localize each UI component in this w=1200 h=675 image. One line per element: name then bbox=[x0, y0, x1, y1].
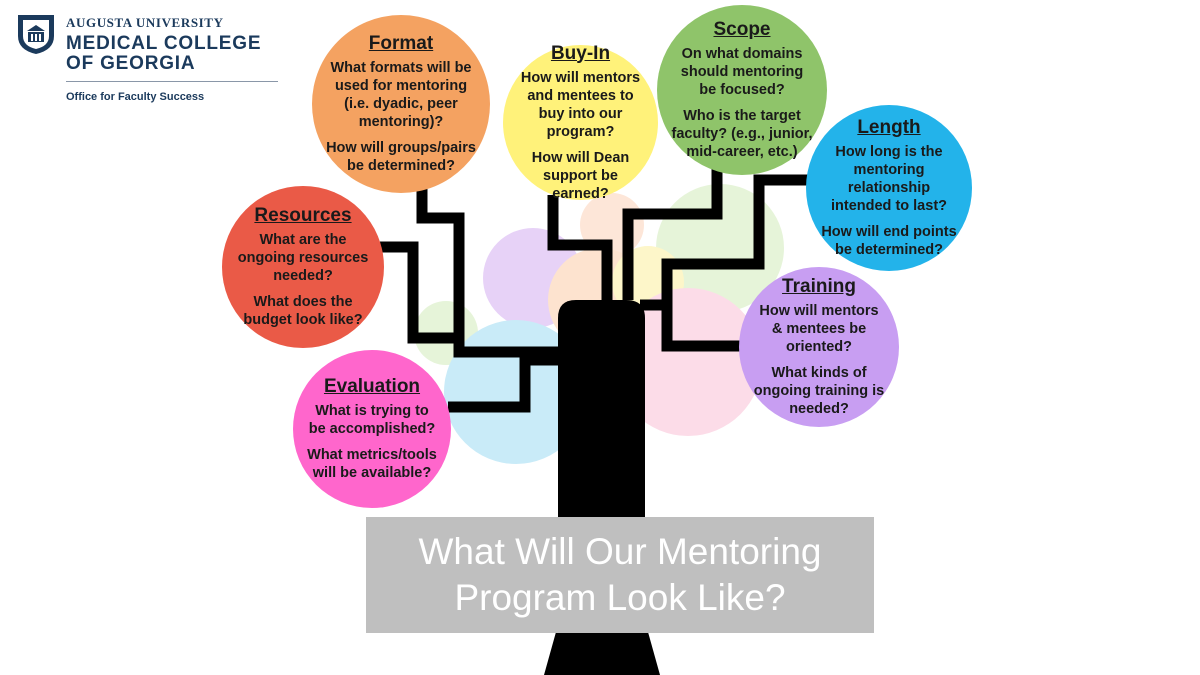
logo-divider bbox=[66, 81, 278, 82]
topic-scope: Scope On what domains should mentoring b… bbox=[657, 5, 827, 175]
tree-trunk bbox=[558, 300, 645, 520]
university-name: AUGUSTA UNIVERSITY bbox=[66, 15, 224, 30]
topic-question: What are the ongoing resources needed? bbox=[237, 232, 369, 284]
topic-heading: Scope bbox=[713, 19, 771, 40]
topic-question: What formats will be used for mentoring … bbox=[330, 60, 472, 130]
topic-heading: Resources bbox=[254, 205, 352, 226]
office-name: Office for Faculty Success bbox=[66, 91, 205, 103]
branches bbox=[380, 168, 808, 413]
branch-training bbox=[661, 305, 742, 352]
topic-question: How will mentors & mentees be oriented? bbox=[759, 303, 879, 355]
title-banner: What Will Our Mentoring Program Look Lik… bbox=[366, 517, 874, 633]
topic-question: How will mentors and mentees to buy into… bbox=[520, 69, 641, 140]
branch-scope bbox=[622, 168, 723, 300]
topic-question: On what domains should mentoring be focu… bbox=[680, 46, 804, 98]
topic-format: Format What formats will be used for men… bbox=[312, 15, 490, 193]
topic-question: What kinds of ongoing training is needed… bbox=[753, 365, 885, 417]
topic-length: Length How long is the mentoring relatio… bbox=[806, 105, 972, 271]
branch-format bbox=[416, 185, 560, 358]
topic-question: How will groups/pairs be determined? bbox=[326, 140, 476, 174]
topic-heading: Training bbox=[782, 276, 856, 297]
branch-resources bbox=[380, 241, 458, 344]
topic-question: What is trying to be accomplished? bbox=[308, 403, 436, 437]
tree-base bbox=[544, 632, 660, 675]
topic-heading: Format bbox=[368, 33, 434, 54]
college-name-line1: MEDICAL COLLEGE bbox=[66, 33, 262, 54]
topic-buy-in: Buy-In How will mentors and mentees to b… bbox=[503, 42, 658, 202]
topic-training: Training How will mentors & mentees be o… bbox=[739, 267, 899, 427]
topic-evaluation: Evaluation What is trying to be accompli… bbox=[293, 350, 451, 508]
university-logo: AUGUSTA UNIVERSITY MEDICAL COLLEGE OF GE… bbox=[14, 12, 304, 112]
shield-seal-icon bbox=[18, 15, 54, 54]
slide-title-line2: Program Look Like? bbox=[454, 577, 786, 618]
topic-question: How will end points be determined? bbox=[821, 224, 957, 258]
leaf-pink bbox=[614, 288, 762, 436]
topic-question: Who is the target faculty? (e.g., junior… bbox=[671, 108, 813, 160]
topic-question: What does the budget look like? bbox=[243, 294, 363, 328]
topic-heading: Evaluation bbox=[323, 376, 421, 397]
topic-question: How long is the mentoring relationship i… bbox=[831, 144, 947, 214]
branch-evaluation bbox=[448, 354, 560, 413]
slide-title-line1: What Will Our Mentoring bbox=[418, 531, 822, 572]
topic-heading: Length bbox=[857, 117, 921, 138]
topic-question: What metrics/tools will be available? bbox=[307, 447, 437, 481]
branch-buyin bbox=[547, 195, 613, 302]
topic-heading: Buy-In bbox=[550, 42, 611, 64]
topic-question: How will Dean support be earned? bbox=[531, 149, 630, 202]
college-name-line2: OF GEORGIA bbox=[66, 53, 196, 74]
topic-resources: Resources What are the ongoing resources… bbox=[222, 186, 384, 348]
slide-title: What Will Our Mentoring Program Look Lik… bbox=[419, 529, 822, 621]
